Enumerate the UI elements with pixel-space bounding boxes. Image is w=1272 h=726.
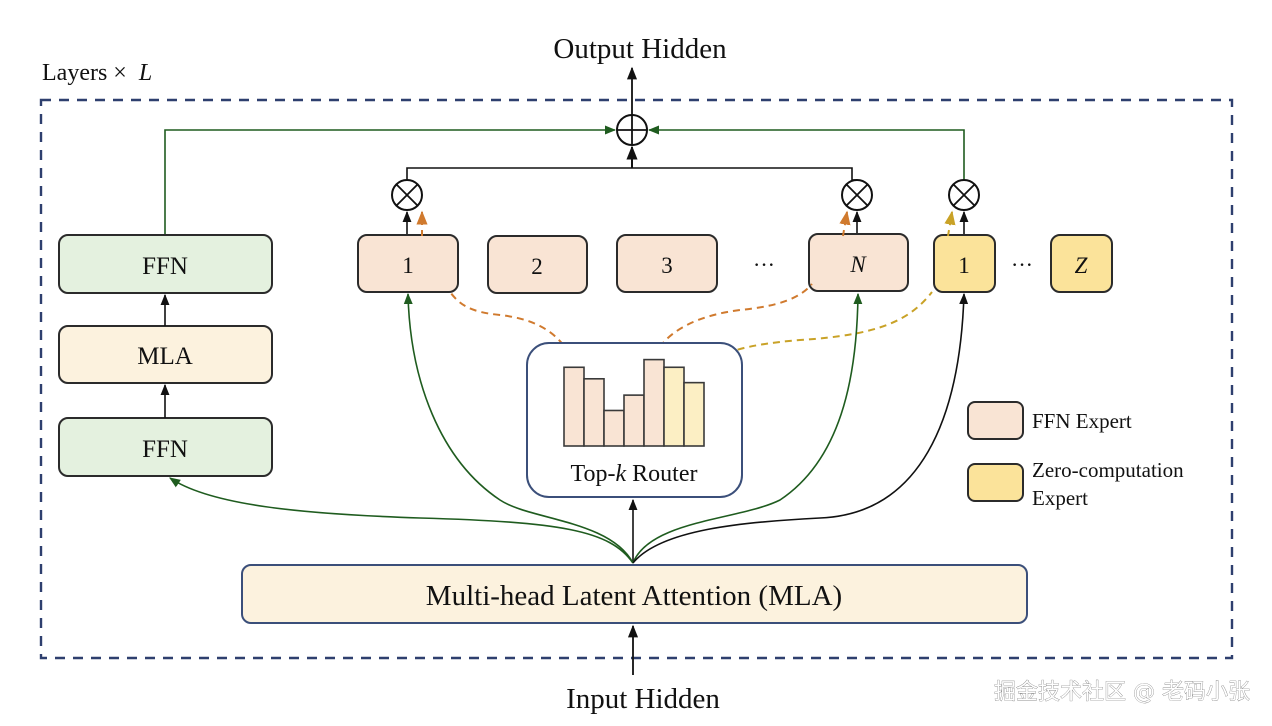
ffn-expert-2-label: 2 — [531, 254, 543, 279]
legend-zero-label-2: Expert — [1032, 486, 1088, 510]
router-bar-5 — [643, 358, 665, 447]
ffn-expert-1-label: 1 — [402, 253, 414, 278]
layers-label: Layers × L — [42, 60, 152, 86]
mla-block-label: Multi-head Latent Attention (MLA) — [426, 580, 842, 612]
zero-expert-1: 1 — [933, 234, 996, 293]
route-orange-to-expert1 — [449, 291, 576, 367]
layer-frame — [39, 98, 1234, 660]
legend-zero-swatch — [967, 463, 1024, 502]
router-label-prefix: Top- — [571, 461, 616, 487]
legend-ffn-label: FFN Expert — [1032, 409, 1132, 433]
mla-to-expertN-curve — [632, 292, 863, 564]
top-ffn-label: FFN — [142, 253, 188, 280]
bottom-ffn-label: FFN — [142, 436, 188, 463]
ffn-expert-n-label: N — [849, 252, 867, 277]
router-bar-3 — [603, 409, 625, 447]
sum-node — [616, 114, 648, 146]
ffn-ellipsis: ··· — [753, 252, 775, 277]
zero-expert-z-label: Z — [1075, 253, 1088, 278]
layers-label-prefix: Layers × — [42, 60, 127, 86]
router-label: Top-k Router — [571, 461, 698, 487]
legend-ffn-swatch — [967, 401, 1024, 440]
mla-block — [241, 564, 1028, 624]
residual-left-line — [164, 125, 617, 235]
route-gold-to-mult-zero — [944, 210, 956, 237]
router-label-var: k — [616, 461, 627, 487]
input-hidden-label: Input Hidden — [566, 683, 720, 715]
ffn-expert-3: 3 — [616, 234, 718, 293]
mla-small-label: MLA — [137, 343, 193, 370]
route-orange-to-multN — [839, 210, 851, 237]
zero-expert-z: Z — [1050, 234, 1113, 293]
router-bar-2 — [583, 377, 605, 447]
top-ffn-block — [58, 234, 273, 294]
layers-label-var: L — [138, 60, 152, 86]
router-bar-6 — [663, 366, 685, 447]
output-hidden-label: Output Hidden — [553, 33, 727, 65]
watermark: 掘金技术社区 @ 老码小张 — [994, 680, 1250, 705]
ffn-expert-2: 2 — [487, 235, 588, 294]
ffn-expert-n: N — [808, 233, 909, 292]
multiply-node-n — [841, 179, 873, 211]
router-bar-7 — [683, 381, 705, 447]
multiply-node-1 — [391, 179, 423, 211]
zero-expert-1-label: 1 — [958, 253, 970, 278]
legend-zero-label: Zero-computation — [1032, 458, 1184, 482]
router-bar-chart — [563, 358, 705, 447]
router-bar-4 — [623, 394, 645, 447]
expert-bus-line — [406, 167, 853, 180]
ffn-expert-3-label: 3 — [661, 253, 673, 278]
router-bar-1 — [563, 366, 585, 447]
route-orange-to-expertN — [653, 283, 813, 359]
residual-right-line — [647, 125, 965, 180]
mla-to-zero1-curve — [632, 292, 969, 564]
router-label-suffix: Router — [626, 461, 697, 487]
mla-to-bottom-ffn-curve — [169, 477, 634, 564]
zero-ellipsis: ··· — [1011, 252, 1033, 277]
legend: FFN Expert Zero-computation Expert — [967, 401, 1184, 510]
ffn-expert-1: 1 — [357, 234, 459, 293]
multiply-node-zero — [948, 179, 980, 211]
mla-to-expert1-curve — [403, 292, 634, 564]
